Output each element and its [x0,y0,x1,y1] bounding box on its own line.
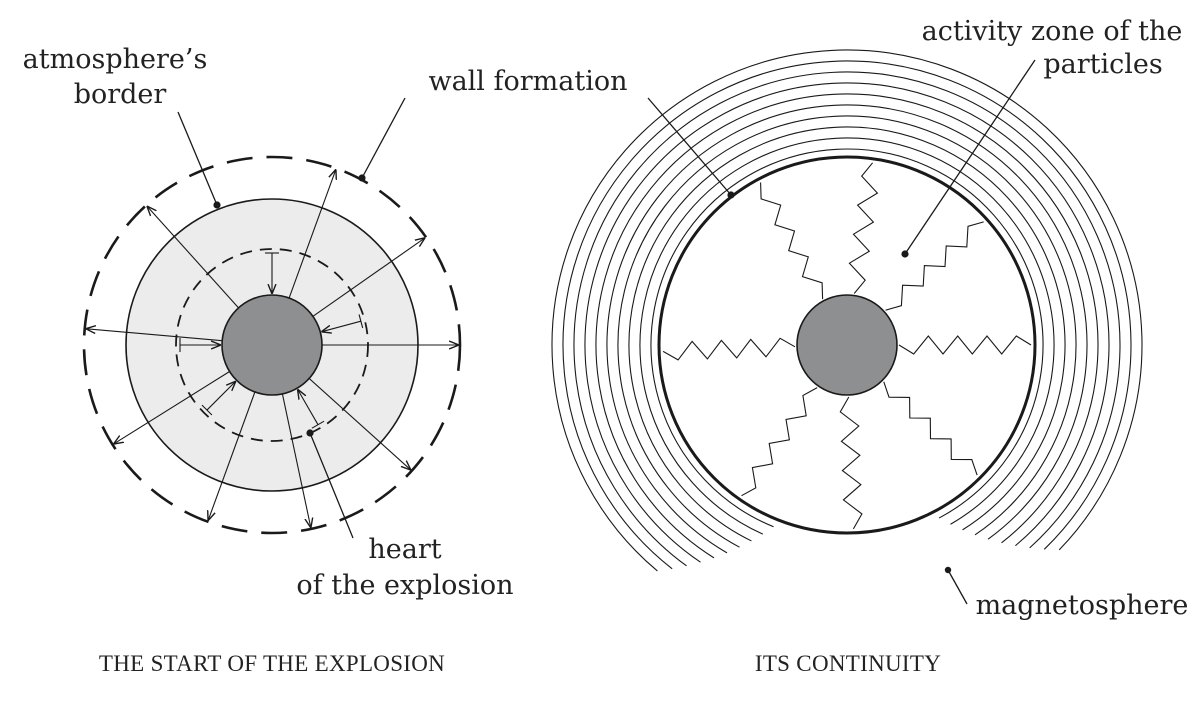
zigzag-ray [839,396,863,530]
zigzag-ray [848,162,879,294]
leader-atmosphere-border [177,111,218,206]
leader-magnetosphere [947,569,968,605]
leader-dot [306,429,314,437]
magnetosphere-ring [617,115,1077,548]
outward-arrow [208,391,256,520]
leader-wall-formation [361,97,406,179]
magnetosphere-ring [606,104,1088,554]
outward-arrow [312,238,424,317]
zigzag-ray [760,182,824,300]
magnetosphere-rings [551,49,1143,572]
inward-arrow [206,382,235,411]
zigzag-ray [898,335,1032,355]
caption-left: THE START OF THE EXPLOSION [99,651,445,676]
leader-dot [944,566,952,574]
outward-arrow [288,170,336,299]
magnetosphere-ring [595,93,1099,559]
arrow-bar [358,314,364,329]
caption-right: ITS CONTINUITY [755,651,941,676]
leader-wall-formation-right [647,97,732,196]
leader-dot [727,191,735,199]
outward-arrow [148,207,239,309]
leader-dot [901,250,909,258]
label-heart-line2: of the explosion [296,570,513,601]
outward-arrow [114,371,230,443]
magnetosphere-ring [639,137,1055,535]
label-heart-line1: heart [368,534,441,565]
right-diagram: activity zone of the particles magnetosp… [551,16,1189,676]
left-diagram: atmosphere’s border wall formation heart… [23,44,628,676]
outward-arrow [308,378,410,469]
inward-arrow [298,390,319,425]
zigzag-ray [662,337,796,361]
leader-dot [213,201,221,209]
leader-dot [358,174,366,182]
zigzag-ray [741,387,818,497]
magnetosphere-ring [650,148,1044,528]
inward-arrow [322,320,362,331]
arrow-bar [201,404,213,416]
magnetosphere-ring [628,126,1066,542]
label-atmosphere-border-line1: atmosphere’s [23,44,208,75]
left-arrows [87,170,458,527]
label-magnetosphere: magnetosphere [976,590,1189,621]
outward-arrow [87,329,223,342]
outer-dashed-ring [82,155,462,535]
label-activity-zone-line2: particles [1043,49,1162,80]
magnetosphere-ring [562,60,1132,570]
right-core [796,294,898,396]
zigzag-rays [662,162,1032,530]
arrow-bar [311,420,325,429]
left-core [221,294,323,396]
outward-arrow [281,393,310,527]
label-activity-zone-line1: activity zone of the [922,16,1183,47]
magnetosphere-ring [551,49,1143,572]
zigzag-ray [885,221,984,311]
label-wall-formation: wall formation [428,66,627,97]
zigzag-ray [883,381,978,476]
leader-activity-zone [904,59,1036,255]
magnetosphere-ring [584,82,1110,563]
magnetosphere-ring [573,71,1121,567]
label-atmosphere-border-line2: border [74,79,167,110]
leader-heart [309,432,354,539]
